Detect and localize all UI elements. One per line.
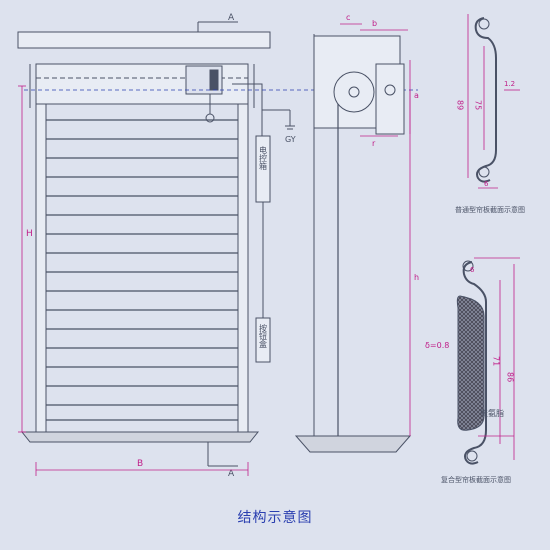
dim-6-top-label: 6 xyxy=(484,180,489,188)
bracket xyxy=(375,63,405,135)
foam-core xyxy=(456,295,485,431)
section-a-top-label: A xyxy=(228,13,235,23)
button-box-label: 按钮盒 xyxy=(259,323,268,348)
dim-h-label: h xyxy=(414,273,419,282)
profile-bottom-caption: 复合型帘板截面示意图 xyxy=(441,475,511,484)
hook-ring xyxy=(205,113,215,123)
motor-core xyxy=(209,69,219,91)
profile-standard xyxy=(474,17,497,183)
dim-a-label: a xyxy=(414,91,419,100)
top-beam xyxy=(17,31,271,49)
dim-6-bottom-label: 6 xyxy=(470,266,475,274)
dim-b-label: b xyxy=(372,19,377,28)
left-rail xyxy=(35,103,47,433)
side-view xyxy=(294,34,412,453)
profile-standard-dims xyxy=(467,14,520,189)
control-box-label: 电控箱 xyxy=(259,145,268,171)
shutter-slats xyxy=(46,119,238,421)
ground-label: GY xyxy=(285,135,296,144)
button-box xyxy=(255,317,271,363)
section-a-bottom-label: A xyxy=(228,469,235,479)
profile-composite xyxy=(462,260,487,465)
dim-1-2-label: 1.2 xyxy=(504,80,515,88)
profile-composite-dims xyxy=(474,257,520,460)
diagram-caption: 结构示意图 xyxy=(237,510,313,526)
dim-c-label: c xyxy=(346,13,350,22)
right-rail xyxy=(237,103,249,433)
dim-89-label: 89 xyxy=(456,100,465,110)
dim-75-label: 75 xyxy=(474,100,483,110)
dim-71-label: 71 xyxy=(492,356,501,366)
dim-r-label: r xyxy=(372,139,376,148)
roller-drum xyxy=(333,71,375,113)
dim-86-label: 86 xyxy=(506,372,515,382)
front-dimensions xyxy=(18,85,249,476)
width-b-label: B xyxy=(137,459,143,469)
delta-label: δ=0.8 xyxy=(425,341,449,350)
front-view: A xyxy=(17,13,295,479)
side-dimensions xyxy=(340,23,411,436)
profile-top-caption: 普通型帘板截面示意图 xyxy=(455,205,525,214)
floor-middle xyxy=(294,435,412,453)
floor-left xyxy=(20,431,260,443)
height-h-label: H xyxy=(26,229,33,239)
foam-label: 聚氨脂 xyxy=(480,408,504,418)
